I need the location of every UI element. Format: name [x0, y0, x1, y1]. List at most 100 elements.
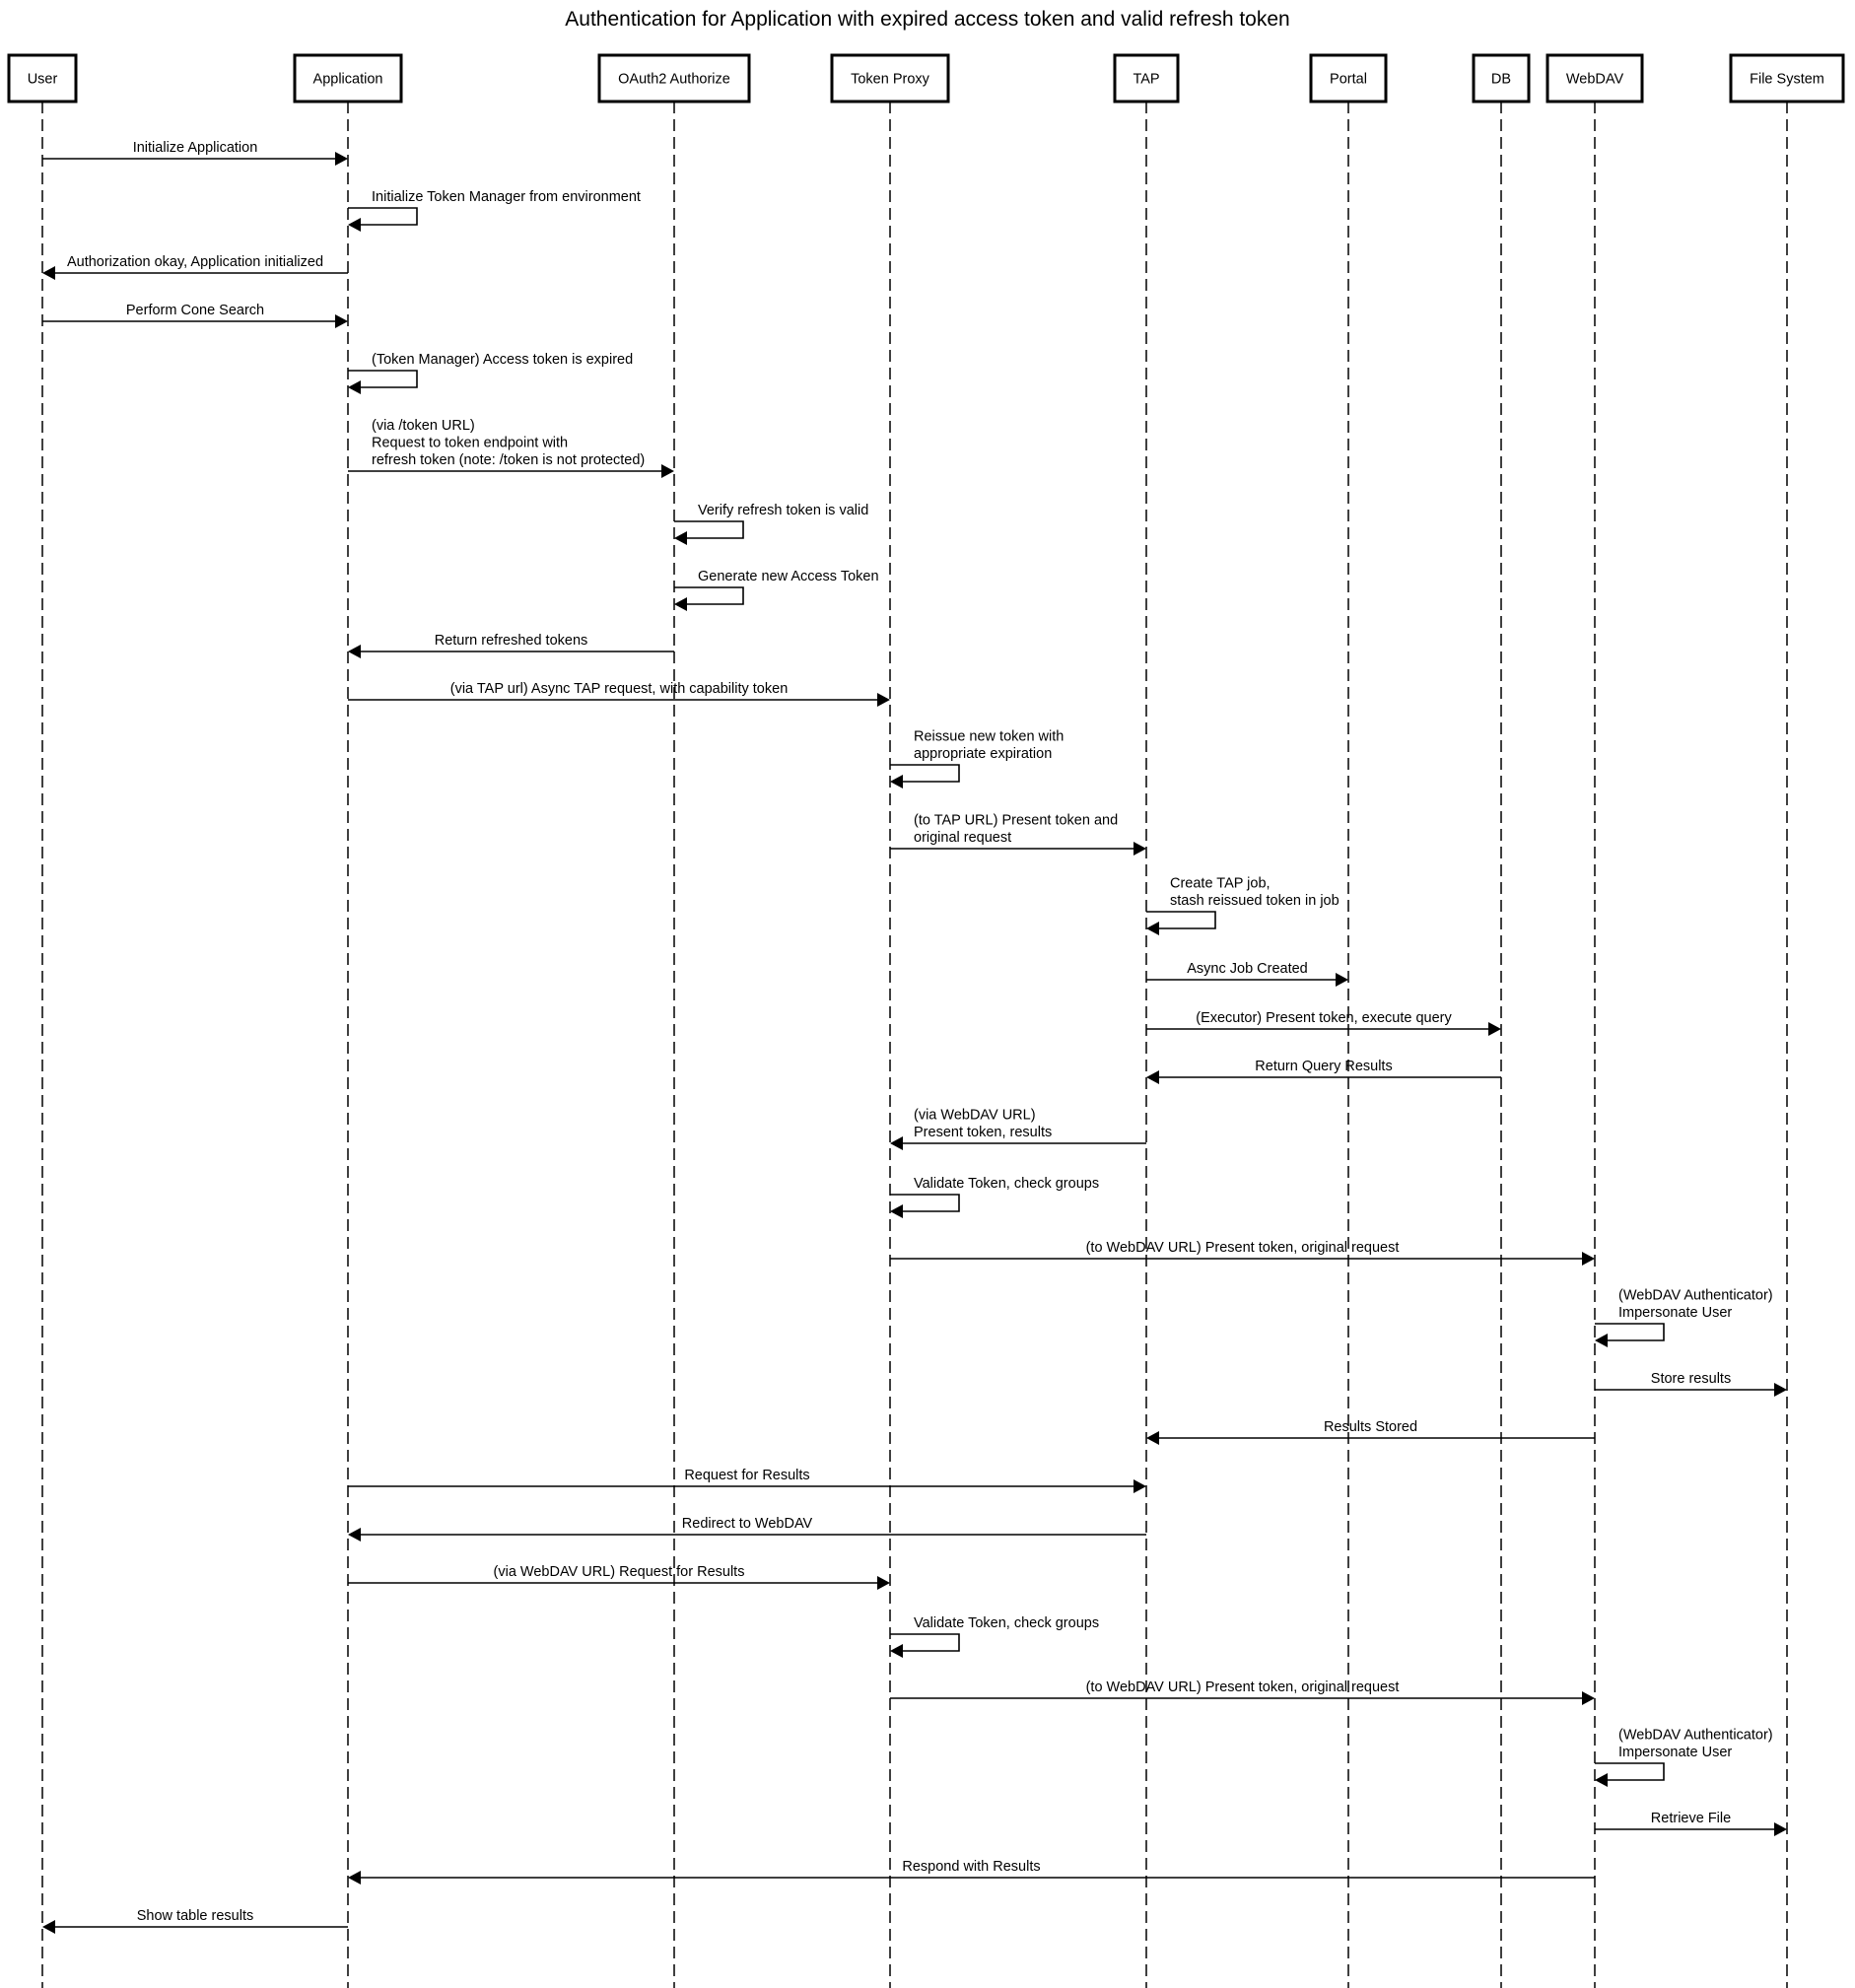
self-message-line: [348, 370, 418, 388]
message: (via TAP url) Async TAP request, with ca…: [348, 681, 890, 707]
message-label: stash reissued token in job: [1170, 893, 1340, 909]
message: Authorization okay, Application initiali…: [42, 254, 348, 280]
message: Show table results: [42, 1908, 348, 1934]
arrowhead: [1134, 842, 1146, 856]
arrowhead: [1488, 1022, 1501, 1036]
actor-box: [1113, 53, 1180, 103]
self-message-line: [674, 586, 744, 605]
actor-tap: TAP: [1113, 53, 1180, 103]
lifelines-layer: [41, 102, 1788, 1988]
message: Results Stored: [1146, 1419, 1595, 1445]
message-label: (Token Manager) Access token is expired: [372, 352, 633, 368]
message: (Executor) Present token, execute query: [1146, 1010, 1501, 1036]
message: Store results: [1595, 1371, 1787, 1397]
message-label: Store results: [1651, 1371, 1731, 1387]
arrowhead: [42, 266, 55, 280]
arrowhead: [1774, 1822, 1787, 1836]
message-label: (via WebDAV URL): [914, 1108, 1036, 1124]
message-label: Initialize Token Manager from environmen…: [372, 189, 641, 205]
arrowhead: [674, 597, 687, 611]
message-label: original request: [914, 830, 1011, 846]
arrowhead: [348, 645, 361, 658]
self-message-line: [1595, 1762, 1665, 1781]
message: Create TAP job,stash reissued token in j…: [1146, 876, 1340, 935]
message-label: Generate new Access Token: [698, 569, 879, 584]
arrowhead: [674, 531, 687, 545]
arrowhead: [348, 1528, 361, 1542]
actor-label: User: [28, 72, 58, 88]
actor-box: [7, 53, 78, 103]
arrowhead: [42, 1920, 55, 1934]
arrowhead: [1134, 1479, 1146, 1493]
message: (via /token URL) Request to token endpoin…: [348, 418, 674, 478]
message-label: Results Stored: [1324, 1419, 1417, 1435]
actor-label: File System: [1750, 72, 1824, 88]
arrowhead: [877, 693, 890, 707]
self-message-line: [1146, 911, 1216, 929]
message-label: (to TAP URL) Present token and: [914, 813, 1118, 829]
actor-oauth2: OAuth2 Authorize: [597, 53, 751, 103]
arrowhead: [1582, 1691, 1595, 1705]
actor-box: [597, 53, 751, 103]
message-label: Validate Token, check groups: [914, 1615, 1099, 1631]
actor-label: DB: [1491, 72, 1511, 88]
message: Retrieve File: [1595, 1811, 1787, 1836]
arrowhead: [1595, 1773, 1608, 1787]
arrowhead: [348, 380, 361, 394]
self-message-line: [348, 207, 418, 226]
arrowhead: [1146, 1070, 1159, 1084]
message-label: Redirect to WebDAV: [682, 1516, 813, 1532]
arrowhead: [1146, 922, 1159, 935]
actor-box: [830, 53, 950, 103]
message-label: (via /token URL): [372, 418, 475, 434]
diagram-title: Authentication for Application with expi…: [565, 8, 1290, 31]
actor-box: [293, 53, 403, 103]
message: (WebDAV Authenticator)Impersonate User: [1595, 1288, 1773, 1347]
message-label: Retrieve File: [1651, 1811, 1731, 1826]
message: (via WebDAV URL)Present token, results: [890, 1108, 1146, 1150]
arrowhead: [890, 775, 903, 788]
actor-label: Portal: [1330, 72, 1367, 88]
actor-label: OAuth2 Authorize: [618, 72, 730, 88]
actor-application: Application: [293, 53, 403, 103]
self-message-line: [890, 1194, 960, 1212]
message-label: Request to token endpoint with: [372, 436, 568, 451]
message: Validate Token, check groups: [890, 1615, 1099, 1658]
self-message-line: [890, 764, 960, 783]
arrowhead: [335, 314, 348, 328]
self-message-line: [1595, 1323, 1665, 1341]
message: (Token Manager) Access token is expired: [348, 352, 633, 394]
message-label: Authorization okay, Application initiali…: [67, 254, 323, 270]
message-label: Reissue new token with: [914, 729, 1064, 745]
message-label: refresh token (note: /token is not prote…: [372, 452, 645, 468]
arrowhead: [1336, 973, 1348, 987]
message: Redirect to WebDAV: [348, 1516, 1146, 1542]
message: Return Query Results: [1146, 1059, 1501, 1084]
actor-label: Application: [313, 72, 383, 88]
message: Request for Results: [348, 1468, 1146, 1493]
actor-label: WebDAV: [1566, 72, 1624, 88]
arrowhead: [1582, 1252, 1595, 1266]
message-label: (via WebDAV URL) Request for Results: [494, 1564, 745, 1580]
message: Validate Token, check groups: [890, 1176, 1099, 1218]
self-message-line: [674, 520, 744, 539]
message: Async Job Created: [1146, 961, 1348, 987]
message-label: Create TAP job,: [1170, 876, 1271, 892]
message: Initialize Token Manager from environmen…: [348, 189, 641, 232]
arrowhead: [348, 1871, 361, 1885]
message-label: Initialize Application: [133, 140, 258, 156]
arrowhead: [890, 1204, 903, 1218]
message-label: Verify refresh token is valid: [698, 503, 868, 518]
message-label: Impersonate User: [1618, 1305, 1732, 1321]
message-label: Request for Results: [684, 1468, 809, 1483]
message-label: Return Query Results: [1255, 1059, 1392, 1074]
message-label: (WebDAV Authenticator): [1618, 1728, 1773, 1744]
message-label: Validate Token, check groups: [914, 1176, 1099, 1192]
arrowhead: [335, 152, 348, 166]
message-label: Respond with Results: [902, 1859, 1040, 1875]
message-label: (Executor) Present token, execute query: [1196, 1010, 1452, 1026]
message-label: Perform Cone Search: [126, 303, 264, 318]
message: Generate new Access Token: [674, 569, 879, 611]
